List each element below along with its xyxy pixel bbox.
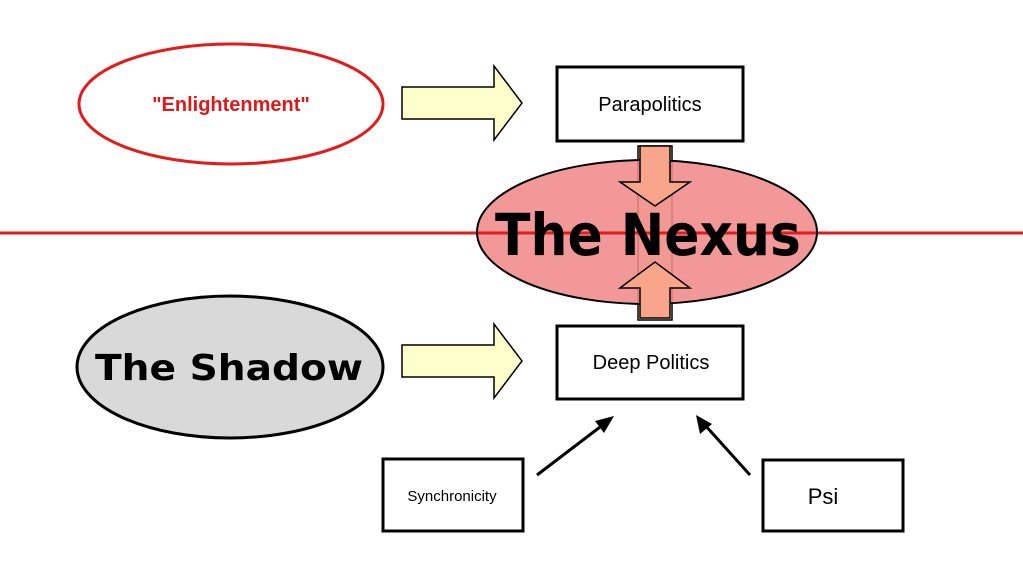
deep-politics-box [555,324,745,401]
synchronicity-label: Synchronicity [407,488,497,505]
shadow-ellipse [75,294,385,440]
parapolitics-box [555,65,745,143]
parapolitics-label: Parapolitics [598,94,701,116]
deep-politics-label: Deep Politics [593,352,710,374]
arrow-synchronicity-to-deep-politics [536,416,614,477]
enlightenment-ellipse [77,42,385,166]
psi-label: Psi [808,484,839,509]
psi-box [761,458,905,533]
synchronicity-box [381,457,525,533]
arrow-psi-to-deep-politics [696,415,752,477]
up-arrow-icon [617,261,693,319]
enlightenment-label: "Enlightenment" [152,94,310,116]
right-arrow-icon [401,321,523,401]
shadow-label: The Shadow [95,348,363,389]
right-arrow-icon [401,63,523,143]
nexus-label: The Nexus [495,201,801,269]
down-arrow-icon [617,145,693,207]
